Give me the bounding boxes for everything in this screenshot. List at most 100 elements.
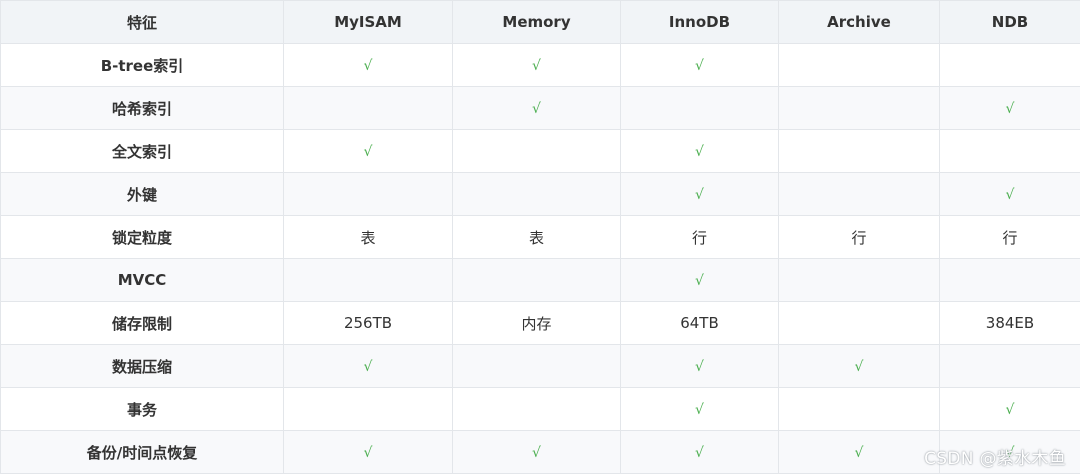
value-cell: √ — [620, 172, 779, 216]
csdn-watermark: CSDN @紫水木鱼 — [924, 449, 1066, 469]
value-cell — [283, 172, 453, 216]
feature-cell: B-tree索引 — [0, 43, 284, 87]
value-cell: √ — [452, 43, 621, 87]
value-cell — [939, 129, 1080, 173]
table-row: 备份/时间点恢复 √ √ √ √ √ — [0, 430, 1080, 474]
value-cell: √ — [452, 86, 621, 130]
value-cell: √ — [939, 172, 1080, 216]
header-cell-archive: Archive — [778, 0, 940, 44]
value-cell — [778, 172, 940, 216]
header-cell-innodb: InnoDB — [620, 0, 779, 44]
value-cell — [939, 43, 1080, 87]
check-mark-icon: √ — [532, 445, 541, 461]
feature-cell: 数据压缩 — [0, 344, 284, 388]
header-cell-memory: Memory — [452, 0, 621, 44]
check-mark-icon: √ — [363, 58, 373, 74]
check-mark-icon: √ — [363, 445, 373, 461]
value-cell — [452, 258, 621, 302]
value-cell — [452, 129, 621, 173]
value-cell: 表 — [283, 215, 453, 259]
value-cell — [452, 344, 621, 388]
feature-cell: 备份/时间点恢复 — [0, 430, 284, 474]
value-cell: 256TB — [283, 301, 453, 345]
value-cell: √ — [939, 430, 1080, 474]
value-cell: 384EB — [939, 301, 1080, 345]
value-cell — [283, 387, 453, 431]
value-cell: √ — [283, 430, 453, 474]
value-cell: √ — [283, 344, 453, 388]
value-cell: √ — [452, 430, 621, 474]
value-cell: √ — [620, 430, 779, 474]
value-cell — [778, 387, 940, 431]
value-cell: 64TB — [620, 301, 779, 345]
table-row: 锁定粒度表表行行行 — [0, 215, 1080, 259]
value-cell — [620, 86, 779, 130]
value-cell — [283, 86, 453, 130]
feature-cell: MVCC — [0, 258, 284, 302]
check-mark-icon: √ — [1005, 445, 1015, 461]
value-cell — [778, 301, 940, 345]
feature-cell: 外键 — [0, 172, 284, 216]
value-cell: 内存 — [452, 301, 621, 345]
table-row: 外键 √ √ — [0, 172, 1080, 216]
value-cell: √ — [939, 86, 1080, 130]
value-cell: √ — [620, 344, 779, 388]
value-cell — [283, 258, 453, 302]
value-cell: 表 — [452, 215, 621, 259]
check-mark-icon: √ — [363, 144, 373, 160]
table-header-row: 特征 MyISAM Memory InnoDB Archive NDB — [0, 0, 1080, 44]
value-cell: 行 — [620, 215, 779, 259]
value-cell: √ — [620, 129, 779, 173]
value-cell — [939, 344, 1080, 388]
value-cell: √ — [620, 258, 779, 302]
table-row: MVCC √ — [0, 258, 1080, 302]
value-cell: √ — [620, 43, 779, 87]
check-mark-icon: √ — [695, 144, 704, 160]
value-cell: 行 — [939, 215, 1080, 259]
check-mark-icon: √ — [532, 101, 541, 117]
check-mark-icon: √ — [695, 273, 704, 289]
feature-cell: 事务 — [0, 387, 284, 431]
header-cell-myisam: MyISAM — [283, 0, 453, 44]
value-cell: √ — [778, 430, 940, 474]
check-mark-icon: √ — [363, 359, 373, 375]
value-cell — [778, 43, 940, 87]
value-cell — [452, 172, 621, 216]
check-mark-icon: √ — [1005, 187, 1015, 203]
check-mark-icon: √ — [1005, 101, 1015, 117]
value-cell — [939, 258, 1080, 302]
value-cell — [778, 258, 940, 302]
table-row: B-tree索引 √ √ √ — [0, 43, 1080, 87]
value-cell: √ — [283, 129, 453, 173]
table-row: 事务 √ √ — [0, 387, 1080, 431]
value-cell: √ — [778, 344, 940, 388]
header-cell-ndb: NDB — [939, 0, 1080, 44]
table-row: 数据压缩 √ √ √ — [0, 344, 1080, 388]
feature-cell: 锁定粒度 — [0, 215, 284, 259]
check-mark-icon: √ — [1005, 402, 1015, 418]
value-cell — [778, 86, 940, 130]
feature-cell: 哈希索引 — [0, 86, 284, 130]
check-mark-icon: √ — [695, 402, 704, 418]
check-mark-icon: √ — [854, 359, 864, 375]
check-mark-icon: √ — [695, 58, 704, 74]
value-cell: √ — [283, 43, 453, 87]
check-mark-icon: √ — [532, 58, 541, 74]
table-row: 哈希索引 √ √ — [0, 86, 1080, 130]
table-row: 全文索引√√ — [0, 129, 1080, 173]
value-cell: √ — [620, 387, 779, 431]
check-mark-icon: √ — [695, 445, 704, 461]
value-cell — [778, 129, 940, 173]
check-mark-icon: √ — [695, 187, 704, 203]
check-mark-icon: √ — [854, 445, 864, 461]
value-cell: 行 — [778, 215, 940, 259]
value-cell: √ — [939, 387, 1080, 431]
value-cell — [452, 387, 621, 431]
check-mark-icon: √ — [695, 359, 704, 375]
feature-cell: 储存限制 — [0, 301, 284, 345]
header-cell-feature: 特征 — [0, 0, 284, 44]
